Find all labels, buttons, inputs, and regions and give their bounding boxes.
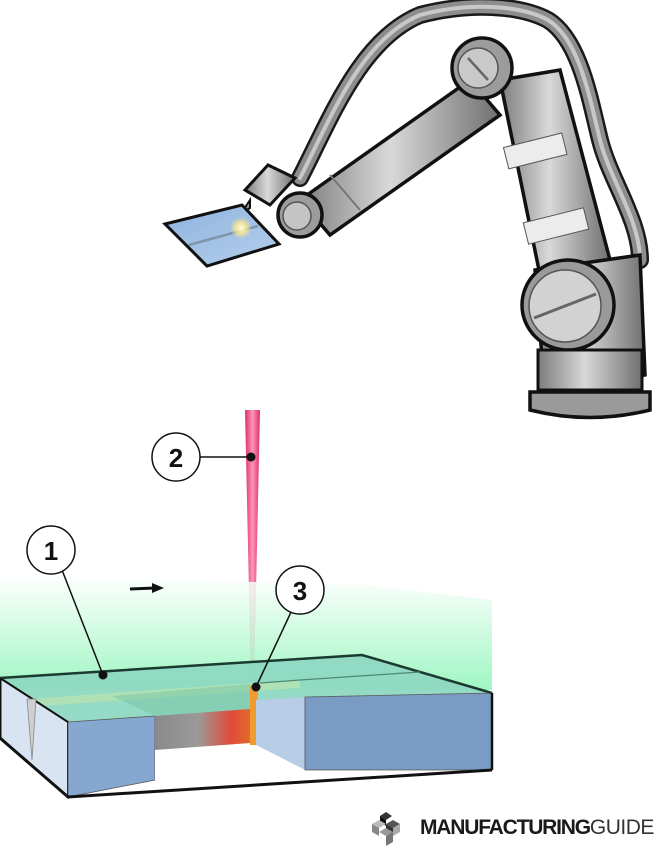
callout-2: 2 (151, 432, 256, 482)
logo-cubes-icon (372, 812, 400, 846)
callout-3: 3 (251, 565, 325, 692)
workpiece-block (0, 653, 494, 800)
robot-arm-illustration (162, 0, 652, 420)
svg-text:1: 1 (44, 536, 58, 566)
travel-direction-arrow (129, 583, 164, 593)
svg-text:2: 2 (169, 443, 183, 473)
laser-beam (245, 410, 260, 682)
logo-text-light: GUIDE (589, 816, 655, 839)
callout-1: 1 (26, 525, 108, 680)
svg-text:3: 3 (293, 576, 307, 606)
logo-text-bold: MANUFACTURING (420, 816, 591, 839)
